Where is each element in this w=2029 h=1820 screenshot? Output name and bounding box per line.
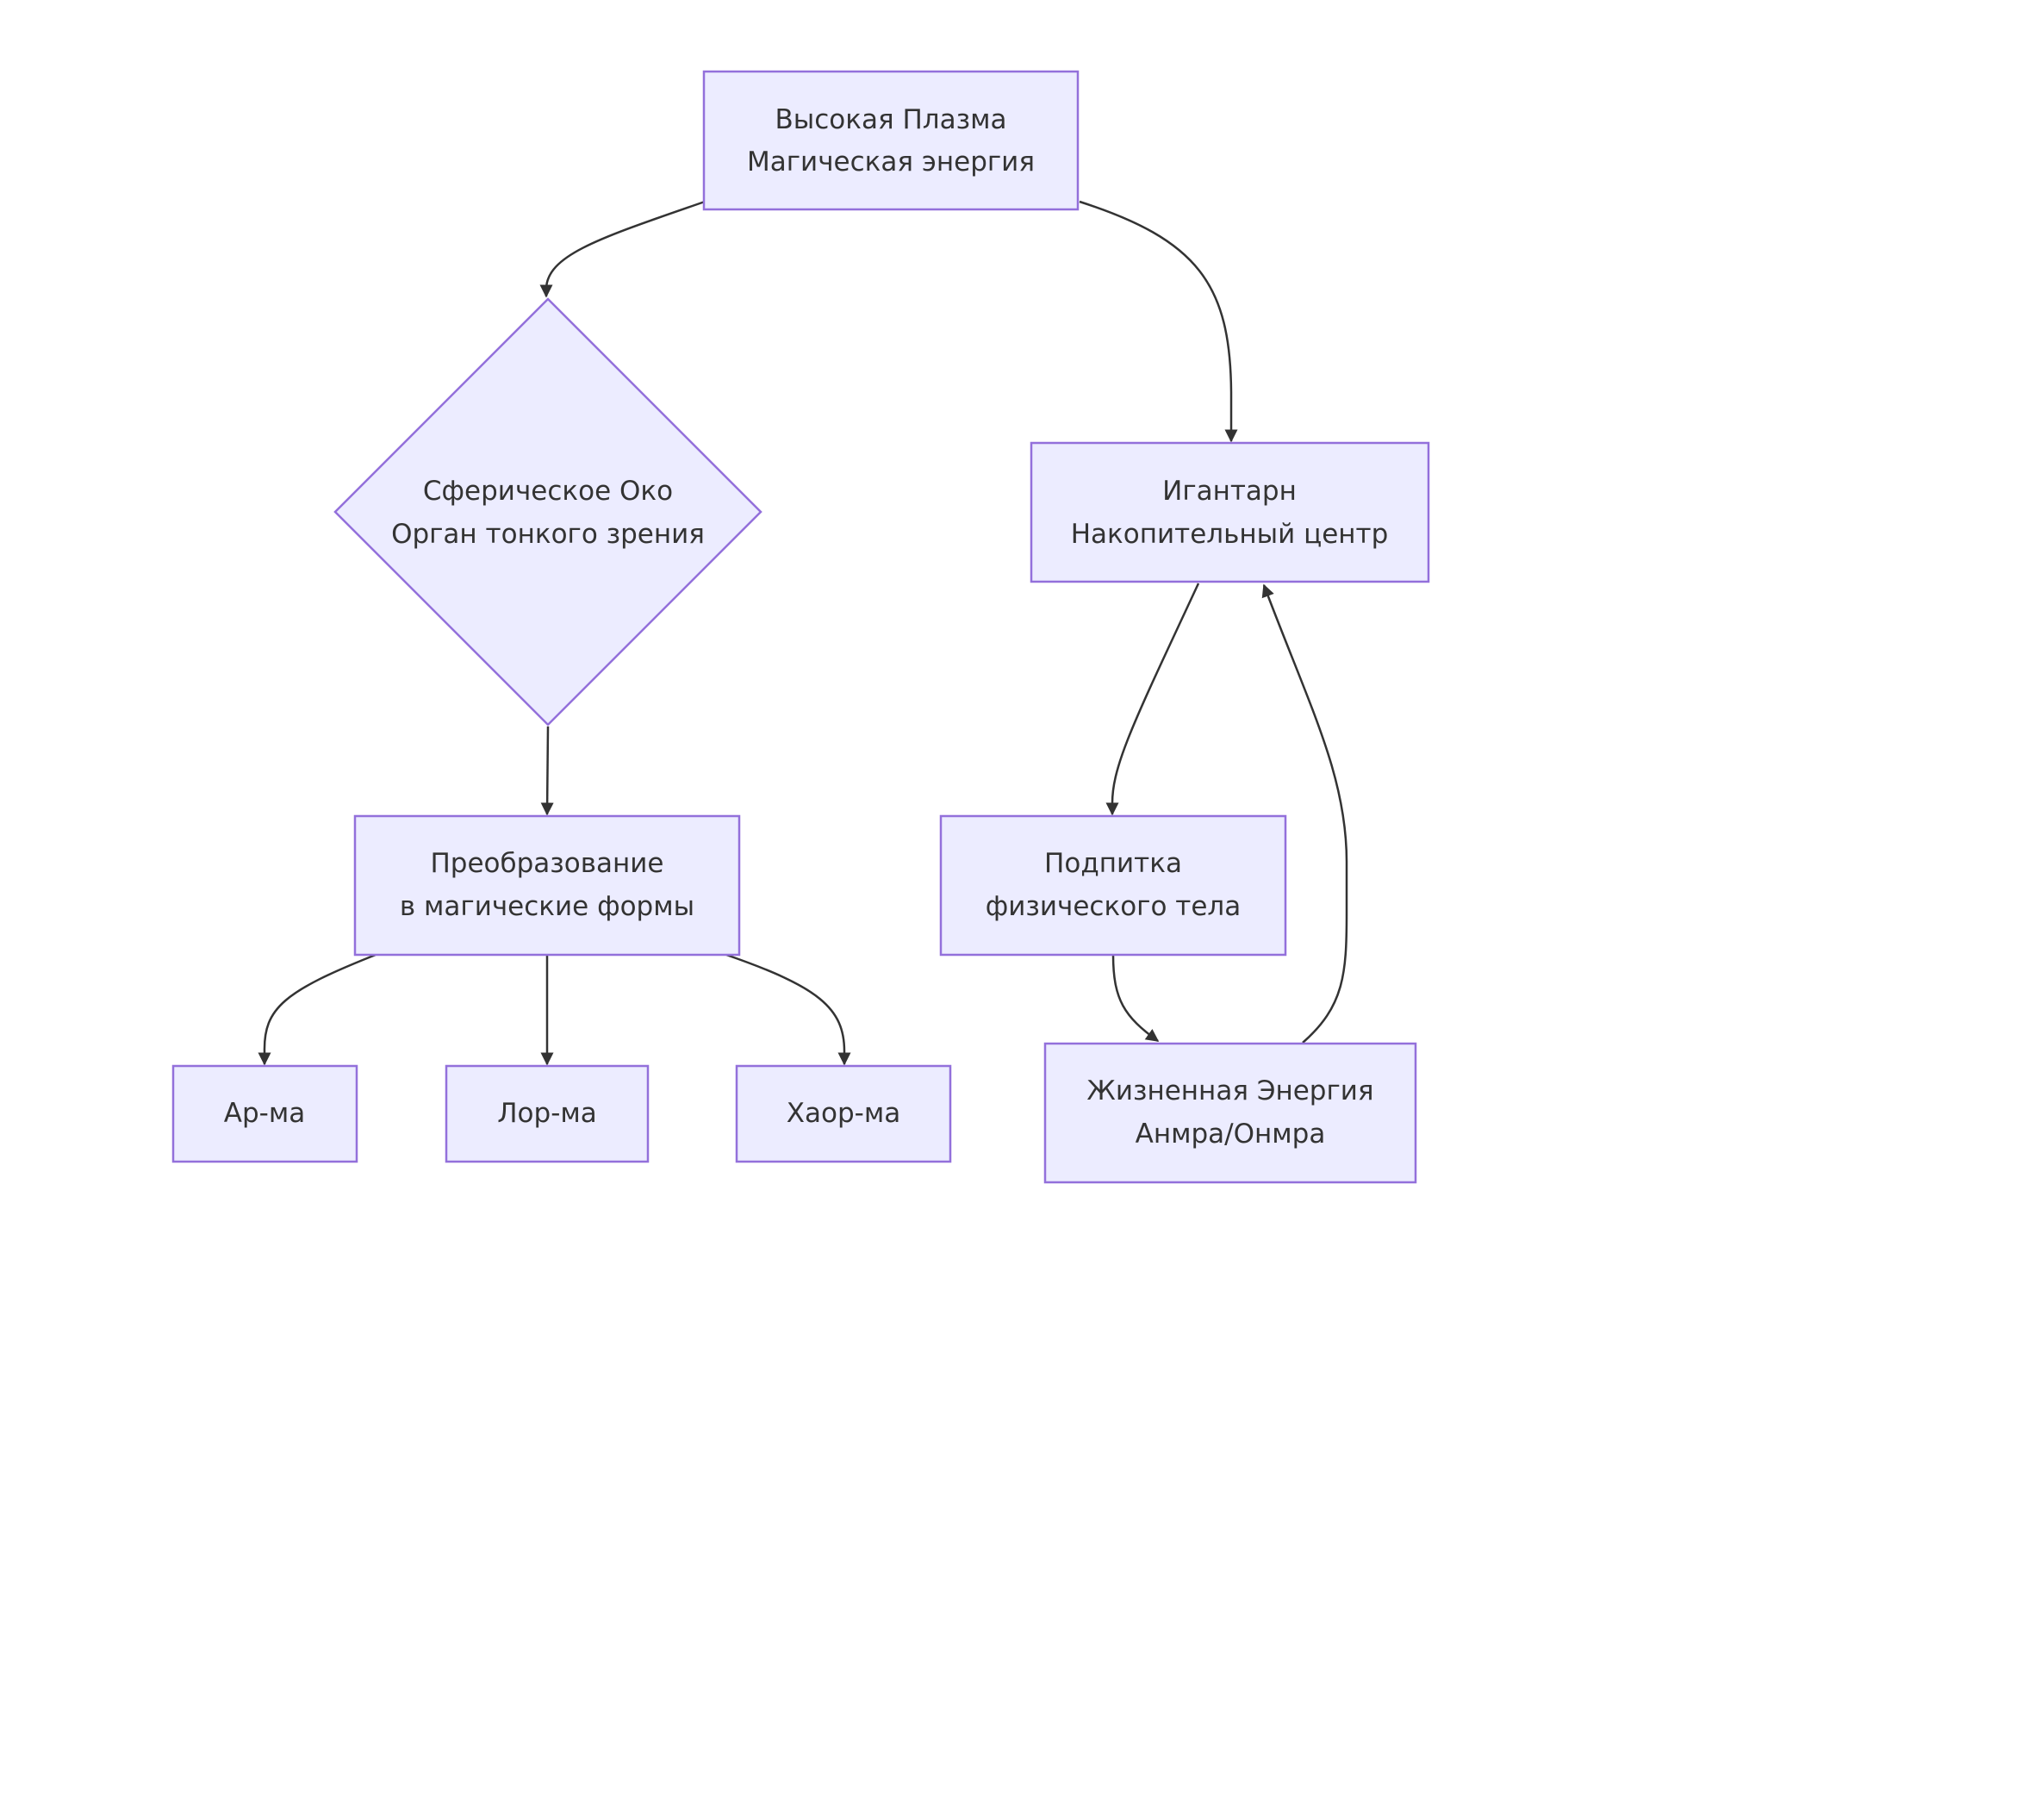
- node-life-energy-line2: Анмра/Онмра: [1136, 1119, 1326, 1150]
- node-haorma-box: [735, 1064, 952, 1163]
- node-spherical-eye-line2: Орган тонкого зрения: [391, 519, 705, 550]
- node-haorma-label: Хаор-ма: [787, 1098, 900, 1129]
- edge-nourishment-to-life-energy: [1111, 954, 1160, 1043]
- node-arma: Ар-ма: [171, 1064, 358, 1163]
- edge-high-plasma-to-spherical-eye: [539, 200, 706, 298]
- node-transformation: Преобразование в магические формы: [353, 814, 741, 957]
- node-life-energy-line1: Жизненная Энергия: [1086, 1075, 1373, 1106]
- node-igantarn-line2: Накопительный центр: [1071, 519, 1389, 550]
- node-high-plasma-box: [702, 70, 1080, 211]
- node-nourishment: Подпитка физического тела: [939, 814, 1287, 957]
- node-lorma-label: Лор-ма: [497, 1098, 597, 1129]
- node-lorma: Лор-ма: [445, 1064, 650, 1163]
- edge-life-energy-to-igantarn: [1261, 583, 1348, 1044]
- node-igantarn-box: [1030, 441, 1430, 583]
- node-life-energy: Жизненная Энергия Анмра/Онмра: [1043, 1042, 1417, 1184]
- node-igantarn-line1: Игантарн: [1162, 476, 1297, 507]
- node-haorma: Хаор-ма: [735, 1064, 952, 1163]
- node-high-plasma: Высокая Плазма Магическая энергия: [702, 70, 1080, 211]
- node-high-plasma-line2: Магическая энергия: [747, 146, 1035, 178]
- node-spherical-eye-diamond: [333, 297, 762, 726]
- node-transformation-line2: в магические формы: [400, 891, 694, 922]
- edge-high-plasma-to-igantarn: [1079, 200, 1238, 443]
- node-igantarn: Игантарн Накопительный центр: [1030, 441, 1430, 583]
- node-nourishment-line1: Подпитка: [1044, 848, 1182, 879]
- edges: [258, 200, 1348, 1066]
- node-arma-box: [171, 1064, 358, 1163]
- edge-spherical-eye-to-transformation: [540, 726, 554, 816]
- node-nourishment-line2: физического тела: [986, 891, 1241, 922]
- node-life-energy-box: [1043, 1042, 1417, 1184]
- edge-transformation-to-haorma: [725, 953, 851, 1066]
- node-transformation-box: [353, 814, 741, 957]
- node-transformation-line1: Преобразование: [430, 848, 663, 879]
- node-spherical-eye: Сферическое Око Орган тонкого зрения: [333, 297, 762, 726]
- node-spherical-eye-line1: Сферическое Око: [423, 476, 673, 507]
- edge-igantarn-to-nourishment: [1105, 583, 1200, 816]
- node-nourishment-box: [939, 814, 1287, 957]
- node-high-plasma-line1: Высокая Плазма: [775, 104, 1007, 135]
- edge-transformation-to-arma: [258, 953, 377, 1066]
- node-lorma-box: [445, 1064, 650, 1163]
- node-arma-label: Ар-ма: [224, 1098, 305, 1129]
